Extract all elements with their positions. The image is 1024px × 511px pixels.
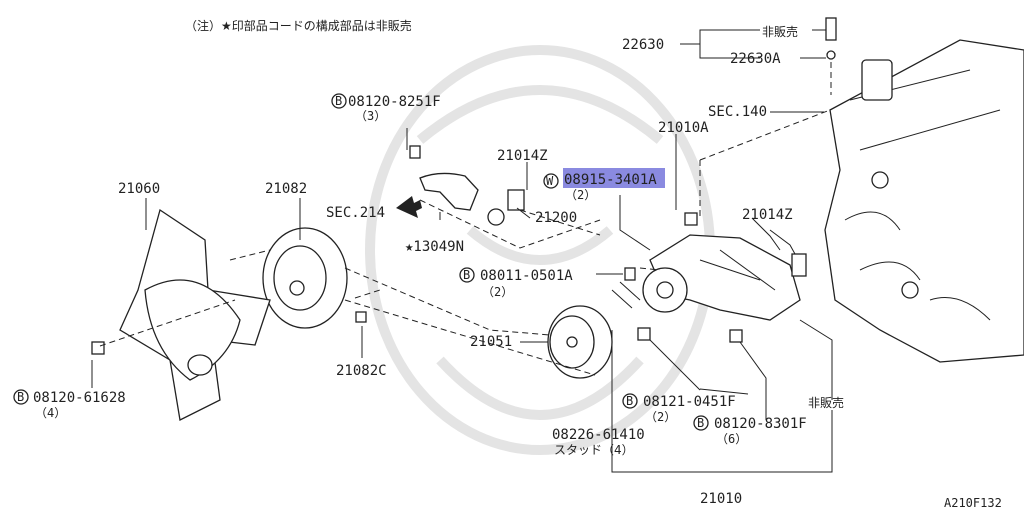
figure-code: A210F132 xyxy=(944,496,1002,510)
label-08226-61410: 08226-61410 xyxy=(552,427,645,443)
bolt-marker-8301F xyxy=(693,415,709,431)
label-qty-2-08011: （2） xyxy=(482,285,513,299)
fasteners xyxy=(91,145,743,355)
pulley-21051 xyxy=(547,305,613,379)
label-21060: 21060 xyxy=(118,181,160,197)
label-21200: 21200 xyxy=(535,210,577,226)
label-not-for-sale-right: 非販売 xyxy=(808,395,844,410)
label-not-for-sale-top: 非販売 xyxy=(762,24,798,39)
label-qty-4-61628: （4） xyxy=(35,406,66,420)
label-qty-2-0451F: （2） xyxy=(645,410,676,424)
bolt-marker-61628 xyxy=(13,389,29,405)
label-qty-3: （3） xyxy=(355,109,386,123)
label-21010: 21010 xyxy=(700,491,742,507)
bolt-marker-letter: B xyxy=(626,394,633,408)
label-08121-0451F: 08121-0451F xyxy=(643,394,736,410)
label-stud-qty: スタッド（4） xyxy=(554,443,634,457)
bolt-marker-8251F xyxy=(331,93,347,109)
label-sec140: SEC.140 xyxy=(708,104,767,120)
label-08915-3401A: 08915-3401A xyxy=(564,172,657,188)
note-text: （注）★印部品コードの構成部品は非販売 xyxy=(185,18,412,33)
label-22630: 22630 xyxy=(622,37,664,53)
label-08120-8301F: 08120-8301F xyxy=(714,416,807,432)
engine-block xyxy=(699,39,1024,363)
label-08120-8251F: 08120-8251F xyxy=(348,94,441,110)
assembly-lines xyxy=(99,199,661,376)
temp-sensor-22630 xyxy=(680,17,837,95)
label-qty-6: （6） xyxy=(716,432,747,446)
label-21010A: 21010A xyxy=(658,120,709,136)
bolt-marker-letter: B xyxy=(697,416,704,430)
fan-clutch-21082 xyxy=(262,227,348,329)
bolt-marker-letter: B xyxy=(17,390,24,404)
label-21014Z-left: 21014Z xyxy=(497,148,548,164)
bolt-marker-letter: B xyxy=(335,94,342,108)
bolt-marker-letter: B xyxy=(463,268,470,282)
washer-marker-letter: W xyxy=(546,174,554,188)
label-21082: 21082 xyxy=(265,181,307,197)
bolt-marker-0501A xyxy=(459,267,475,283)
highlight-box xyxy=(563,168,665,188)
label-08011-0501A: 08011-0501A xyxy=(480,268,573,284)
washer-marker xyxy=(543,173,559,189)
label-22630A: 22630A xyxy=(730,51,781,67)
label-21082C: 21082C xyxy=(336,363,387,379)
leader-lines xyxy=(91,111,833,473)
label-13049N: ★13049N xyxy=(405,239,464,255)
label-21051: 21051 xyxy=(470,334,512,350)
label-08120-61628: 08120-61628 xyxy=(33,390,126,406)
label-sec214: SEC.214 xyxy=(326,205,385,221)
thermostat-housing xyxy=(396,172,525,226)
label-qty-2-washer: （2） xyxy=(565,188,596,202)
fan-21060 xyxy=(119,208,271,421)
bolt-marker-0451F xyxy=(622,393,638,409)
water-pump-21010 xyxy=(642,229,807,321)
label-21014Z-right: 21014Z xyxy=(742,207,793,223)
